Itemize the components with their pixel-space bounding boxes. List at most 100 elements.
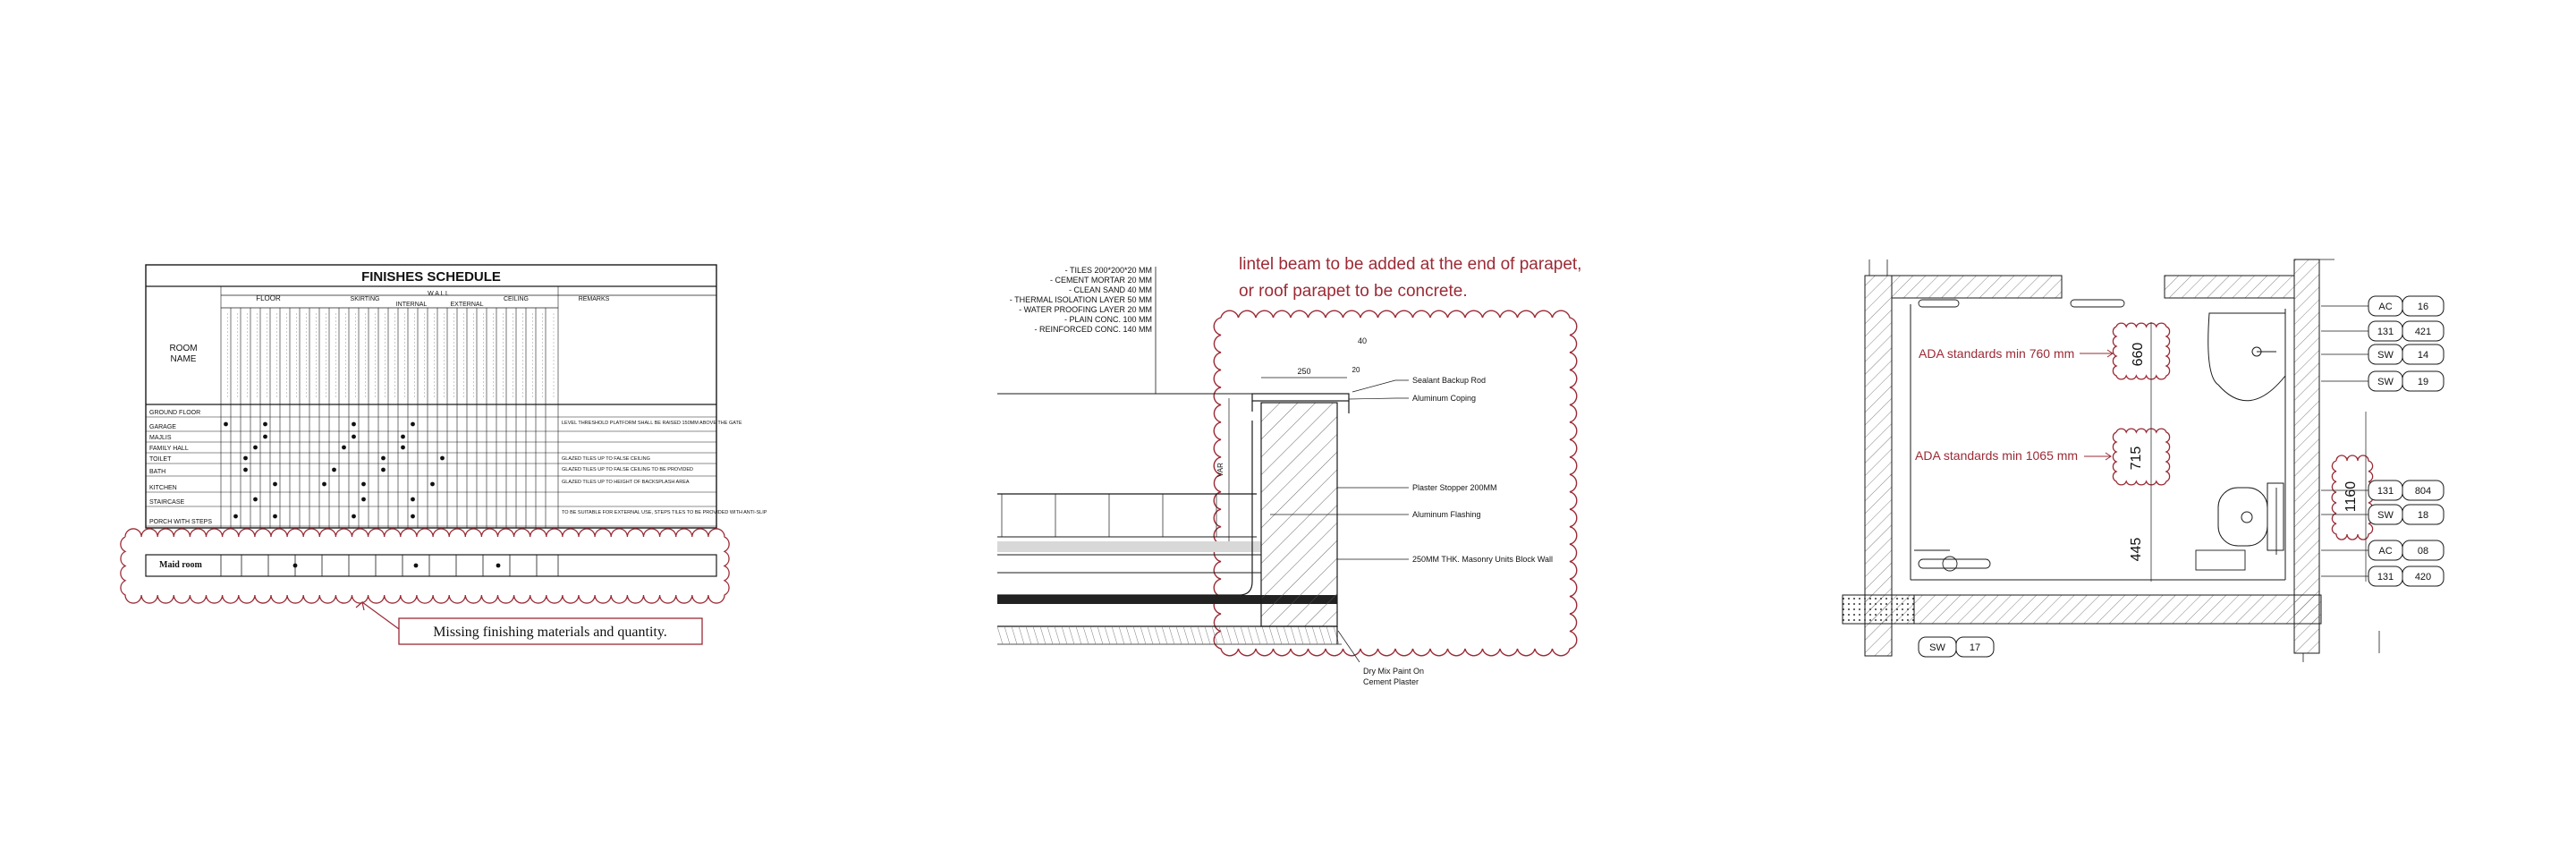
schedule-mark bbox=[352, 421, 356, 427]
schedule-mark bbox=[352, 434, 356, 439]
plan-tag-number: 18 bbox=[2418, 510, 2428, 521]
group-floor: FLOOR bbox=[256, 294, 281, 302]
plan-tag-number: 421 bbox=[2415, 327, 2431, 337]
plan-tag-bottom: SW 17 bbox=[1918, 636, 1995, 658]
dim-20: 20 bbox=[1352, 366, 1360, 374]
dim-715: 715 bbox=[2129, 447, 2144, 471]
roof-layer-item: - REINFORCED CONC. 140 MM bbox=[1034, 325, 1152, 334]
group-skirting: SKIRTING bbox=[351, 296, 380, 302]
plan-tag-number: 14 bbox=[2418, 350, 2428, 361]
dim-250: 250 bbox=[1297, 367, 1310, 376]
schedule-room-name: FAMILY HALL bbox=[149, 446, 189, 452]
grab-bars bbox=[1914, 299, 2277, 572]
finishes-schedule-panel: FINISHES SCHEDULE ROOM NAME FLOOR SKIRTI… bbox=[120, 264, 767, 645]
washbasin bbox=[2207, 312, 2286, 402]
dim-445: 445 bbox=[2129, 538, 2144, 562]
roof-layer-item: - CEMENT MORTAR 20 MM bbox=[1050, 276, 1152, 285]
label-sealant: Sealant Backup Rod bbox=[1412, 376, 1486, 385]
plan-tag: 131 804 bbox=[2321, 480, 2445, 501]
schedule-mark bbox=[352, 514, 356, 519]
parapet-note-line1: lintel beam to be added at the end of pa… bbox=[1239, 255, 1581, 274]
schedule-mark bbox=[233, 514, 238, 519]
maid-room-label: Maid room bbox=[159, 560, 203, 570]
schedule-mark bbox=[243, 467, 248, 472]
missing-finish-callout-text: Missing finishing materials and quantity… bbox=[433, 625, 667, 640]
parapet-section-panel: lintel beam to be added at the end of pa… bbox=[996, 255, 1581, 686]
schedule-mark bbox=[243, 455, 248, 461]
schedule-mark bbox=[322, 481, 326, 487]
schedule-room-name: GROUND FLOOR bbox=[149, 410, 200, 416]
schedule-mark bbox=[381, 467, 386, 472]
schedule-room-name: PORCH WITH STEPS bbox=[149, 519, 212, 525]
dim-1160: 1160 bbox=[2343, 481, 2359, 513]
label-coping: Aluminum Coping bbox=[1412, 394, 1476, 403]
group-wall: W A L L bbox=[428, 291, 449, 297]
plan-tag-number: 804 bbox=[2415, 486, 2431, 497]
parapet-note-line2: or roof parapet to be concrete. bbox=[1239, 282, 1468, 301]
schedule-room-name: STAIRCASE bbox=[149, 499, 184, 506]
label-paint-2: Cement Plaster bbox=[1363, 677, 1419, 686]
roof-layer-item: - THERMAL ISOLATION LAYER 50 MM bbox=[1010, 295, 1152, 304]
schedule-remark: GLAZED TILES UP TO HEIGHT OF BACKSPLASH … bbox=[562, 480, 690, 485]
roof-layer-item: - PLAIN CONC. 100 MM bbox=[1064, 315, 1152, 324]
revision-cloud-maid-room bbox=[120, 528, 730, 604]
maid-room-cells bbox=[220, 555, 559, 576]
plan-tag-number: 420 bbox=[2415, 572, 2431, 583]
plan-tag: 131 421 bbox=[2321, 320, 2445, 342]
plan-tag-code: SW bbox=[2377, 377, 2394, 387]
plan-tag-bottom-a: SW bbox=[1929, 642, 1945, 653]
missing-finish-callout-box bbox=[398, 617, 703, 645]
dim-var: VAR bbox=[1216, 463, 1224, 477]
schedule-room-name: GARAGE bbox=[149, 424, 176, 430]
plan-tag-code: SW bbox=[2377, 350, 2394, 361]
schedule-mark bbox=[273, 514, 277, 519]
group-ceiling: CEILING bbox=[504, 296, 529, 302]
wc-toilet bbox=[2217, 482, 2284, 551]
toilet-plan-panel: ADA standards min 760 mm ADA standards m… bbox=[1842, 259, 2445, 662]
schedule-mark bbox=[263, 421, 267, 427]
group-remarks: REMARKS bbox=[579, 296, 610, 302]
schedule-room-name: MAJLIS bbox=[149, 435, 172, 441]
label-wall: 250MM THK. Masonry Units Block Wall bbox=[1412, 555, 1553, 564]
room-name-header-2: NAME bbox=[171, 354, 197, 364]
schedule-rows: GROUND FLOOR GARAGE LEVEL THRESHOLD PLATFO… bbox=[146, 410, 767, 527]
plan-tag-bottom-b: 17 bbox=[1970, 642, 1980, 653]
schedule-mark bbox=[273, 481, 277, 487]
schedule-mark bbox=[224, 421, 228, 427]
schedule-mark bbox=[381, 455, 386, 461]
schedule-marks bbox=[224, 421, 445, 519]
revision-cloud-660 bbox=[2112, 322, 2171, 380]
schedule-mark bbox=[411, 514, 415, 519]
schedule-remark: LEVEL THRESHOLD PLATFORM SHALL BE RAISED… bbox=[562, 421, 742, 426]
ada-note-760: ADA standards min 760 mm bbox=[1919, 346, 2074, 361]
group-internal: INTERNAL bbox=[396, 302, 428, 308]
plan-tag: 131 420 bbox=[2321, 566, 2445, 587]
roof-layer-item: - WATER PROOFING LAYER 20 MM bbox=[1019, 305, 1152, 314]
schedule-mark bbox=[253, 445, 258, 450]
schedule-remark: GLAZED TILES UP TO FALSE CEILING TO BE P… bbox=[562, 467, 693, 472]
schedule-room-name: BATH bbox=[149, 469, 165, 475]
room-name-header-1: ROOM bbox=[169, 344, 197, 353]
plan-tag-code: 131 bbox=[2377, 572, 2394, 583]
schedule-remark: GLAZED TILES UP TO FALSE CEILING bbox=[562, 456, 650, 462]
schedule-mark bbox=[263, 434, 267, 439]
roof-slab bbox=[996, 393, 1342, 645]
schedule-room-name: TOILET bbox=[149, 456, 172, 463]
dim-40: 40 bbox=[1358, 336, 1367, 345]
schedule-mark bbox=[361, 481, 366, 487]
schedule-mark bbox=[430, 481, 435, 487]
plan-walls bbox=[1842, 259, 2380, 662]
schedule-mark bbox=[411, 421, 415, 427]
label-flashing: Aluminum Flashing bbox=[1412, 510, 1481, 519]
schedule-mark bbox=[332, 467, 336, 472]
parapet-wall bbox=[997, 393, 1350, 644]
section-leaders bbox=[1270, 379, 1409, 663]
roof-layer-item: - CLEAN SAND 40 MM bbox=[1069, 285, 1152, 294]
plan-tag-code: 131 bbox=[2377, 327, 2394, 337]
plan-tag-code: 131 bbox=[2377, 486, 2394, 497]
schedule-mark bbox=[253, 497, 258, 502]
